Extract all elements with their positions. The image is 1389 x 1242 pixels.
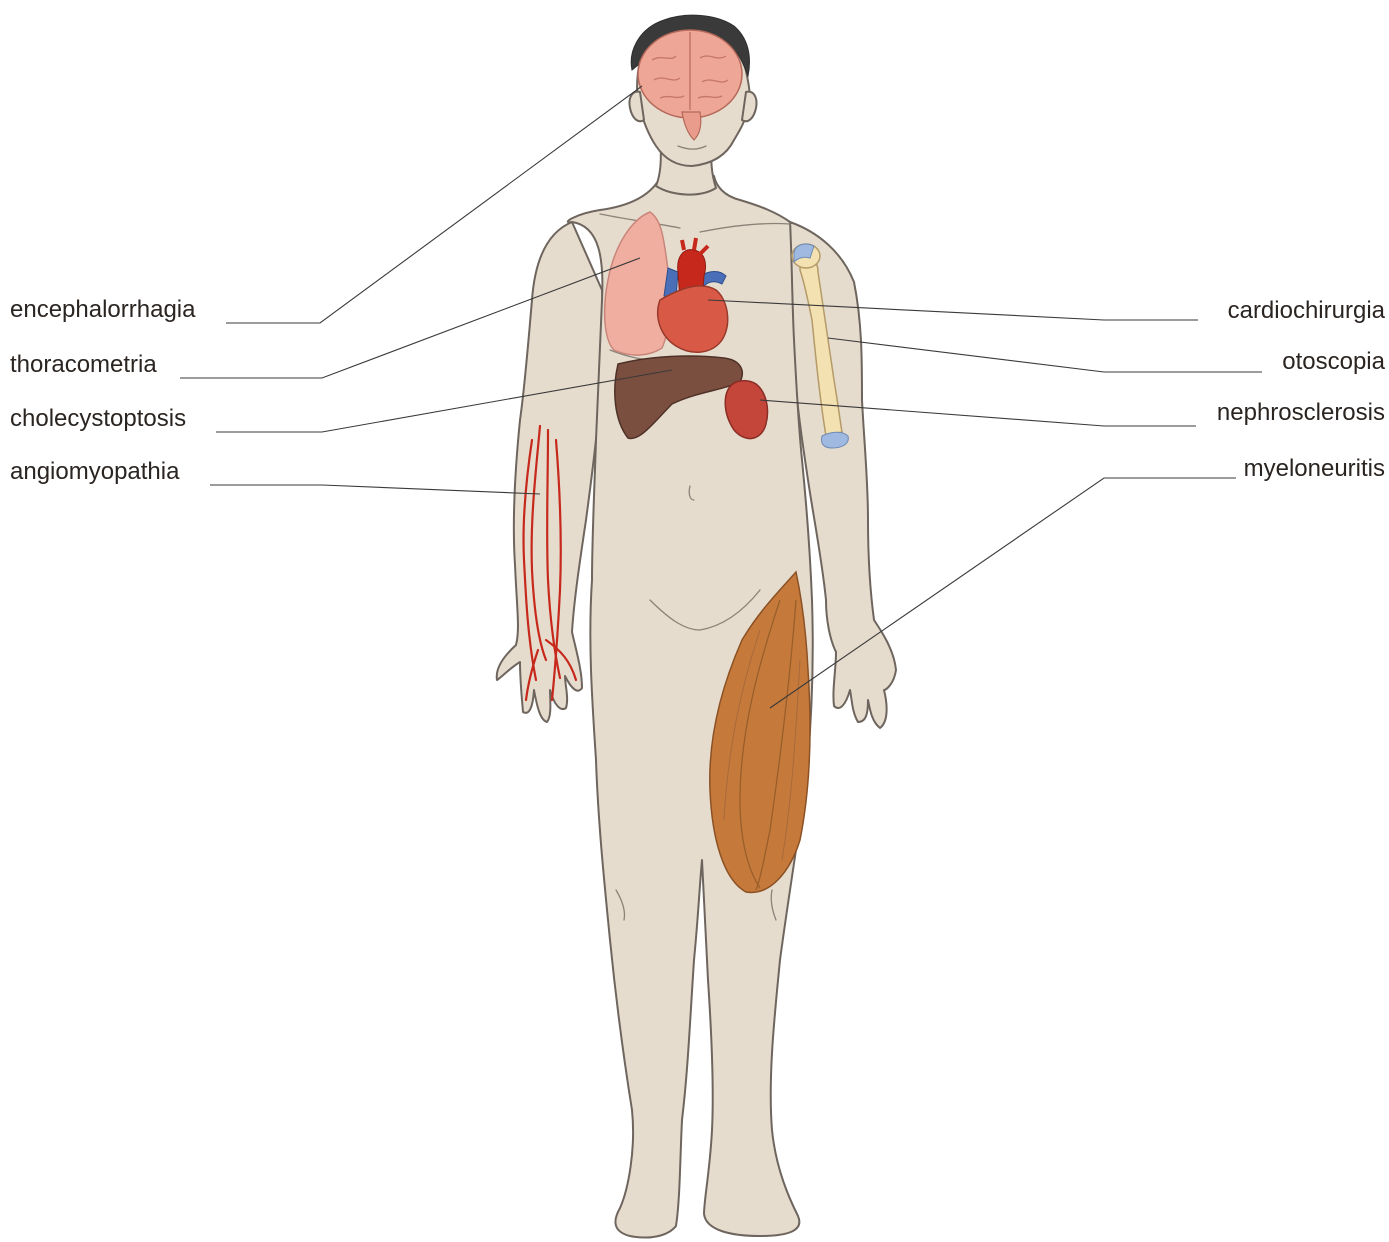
label-encephalorrhagia: encephalorrhagia	[10, 296, 196, 323]
labels-right: cardiochirurgia otoscopia nephrosclerosi…	[1217, 297, 1386, 482]
left-arm	[497, 222, 603, 722]
label-cholecystoptosis: cholecystoptosis	[10, 405, 186, 432]
label-angiomyopathia: angiomyopathia	[10, 458, 180, 485]
leader-angiomyopathia	[210, 485, 540, 494]
label-myeloneuritis: myeloneuritis	[1244, 455, 1385, 482]
leader-otoscopia	[828, 338, 1262, 372]
label-otoscopia: otoscopia	[1282, 348, 1385, 375]
body-silhouette	[497, 15, 896, 1237]
label-thoracometria: thoracometria	[10, 351, 157, 378]
labels-left: encephalorrhagia thoracometria cholecyst…	[10, 296, 196, 485]
label-cardiochirurgia: cardiochirurgia	[1228, 297, 1386, 324]
label-nephrosclerosis: nephrosclerosis	[1217, 399, 1385, 426]
